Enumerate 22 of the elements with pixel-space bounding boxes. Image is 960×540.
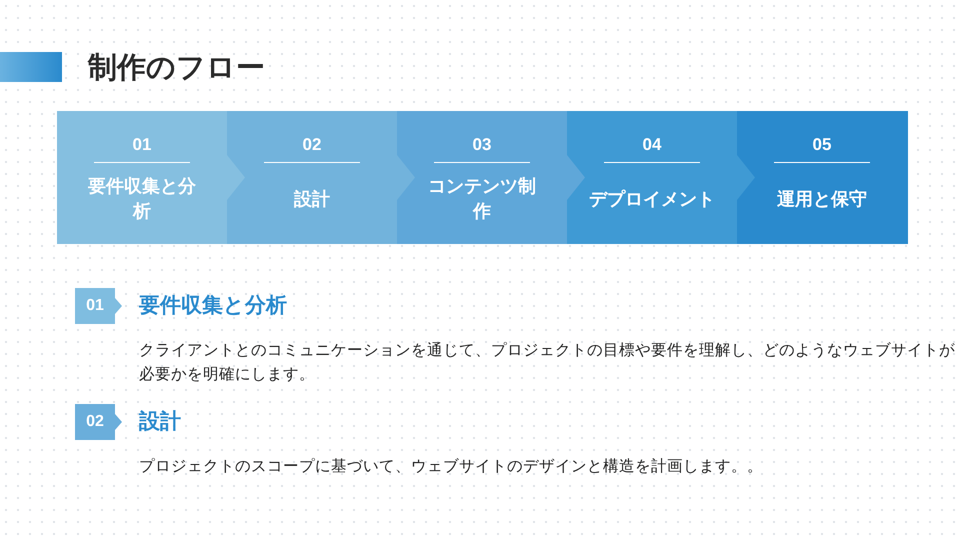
slide-title: 制作のフロー (88, 51, 265, 86)
step-title: 要件収集と分析 (87, 175, 197, 223)
number-tag: 02 (75, 404, 122, 440)
step-number: 01 (132, 135, 152, 155)
description-text: プロジェクトのスコープに基づいて、ウェブサイトのデザインと構造を計画します。。 (139, 457, 764, 477)
step-title: 運用と保守 (776, 188, 868, 210)
step-number: 02 (302, 135, 322, 155)
chevron-step (737, 111, 908, 244)
step-number: 04 (642, 135, 662, 155)
chevron-step (227, 111, 415, 244)
section-heading: 設計 (139, 409, 181, 435)
step-title: 設計 (292, 188, 331, 210)
chevron-step (567, 111, 755, 244)
description-text: クライアントとのコミュニケーションを通じて、プロジェクトの目標や要件を理解し、どのようなウェブサイトが必要かを明確にします。 (139, 341, 956, 385)
chevron-step (397, 111, 585, 244)
step-number: 03 (472, 135, 492, 155)
section-heading: 要件収集と分析 (139, 293, 287, 319)
step-number: 05 (812, 135, 832, 155)
chevron-step (57, 111, 245, 244)
step-title: コンテンツ制作 (427, 175, 537, 223)
number-tag: 01 (75, 288, 122, 324)
step-title: デプロイメント (588, 188, 716, 210)
